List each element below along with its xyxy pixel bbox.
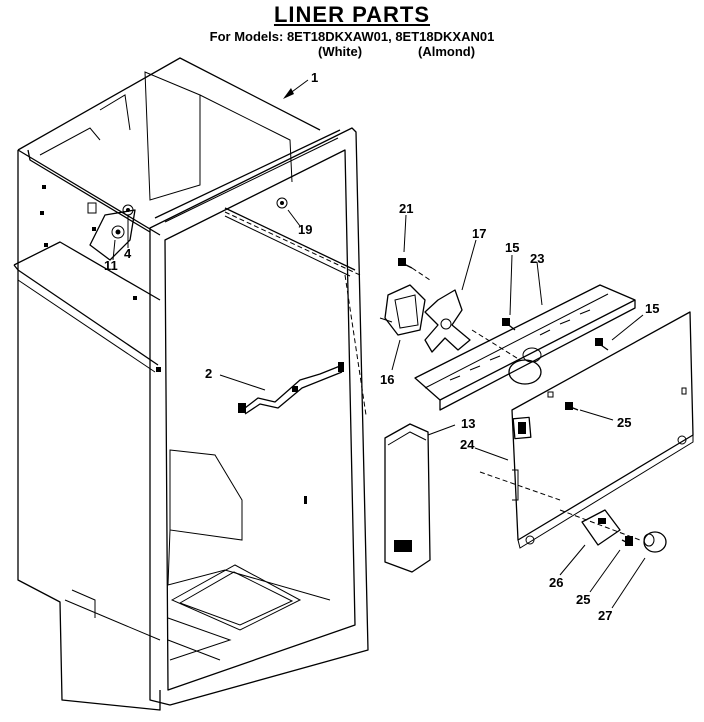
fan-motor-assembly bbox=[379, 258, 516, 353]
callout-1: 1 bbox=[311, 70, 318, 85]
callout-16: 16 bbox=[380, 372, 394, 387]
callout-25-upper: 25 bbox=[617, 415, 631, 430]
leader-lines bbox=[112, 79, 646, 609]
thermostat-parts bbox=[559, 509, 667, 553]
callout-27: 27 bbox=[598, 608, 612, 623]
callout-4: 4 bbox=[124, 246, 132, 261]
callout-15-upper: 15 bbox=[505, 240, 519, 255]
callout-19: 19 bbox=[298, 222, 312, 237]
color-almond-label: (Almond) bbox=[418, 44, 476, 59]
control-panel bbox=[479, 311, 694, 549]
models-line: For Models: 8ET18DKXAW01, 8ET18DKXAN01 bbox=[209, 29, 495, 44]
callout-2: 2 bbox=[205, 366, 212, 381]
callout-17: 17 bbox=[472, 226, 486, 241]
callout-13: 13 bbox=[461, 416, 475, 431]
air-duct bbox=[384, 423, 431, 573]
evaporator-cover bbox=[414, 284, 636, 411]
callout-numbers: 1 19 11 4 21 17 15 23 15 2 16 13 25 24 2… bbox=[104, 70, 659, 623]
liner-shell bbox=[13, 57, 369, 711]
callout-21: 21 bbox=[399, 201, 413, 216]
callout-11: 11 bbox=[104, 258, 118, 273]
callout-15-right: 15 bbox=[645, 301, 659, 316]
callout-25-lower: 25 bbox=[576, 592, 590, 607]
callout-26: 26 bbox=[549, 575, 563, 590]
color-white-label: (White) bbox=[318, 44, 363, 59]
callout-24: 24 bbox=[460, 437, 475, 452]
wire-harness bbox=[238, 362, 344, 415]
diagram-title: LINER PARTS bbox=[273, 2, 431, 27]
callout-23: 23 bbox=[530, 251, 544, 266]
